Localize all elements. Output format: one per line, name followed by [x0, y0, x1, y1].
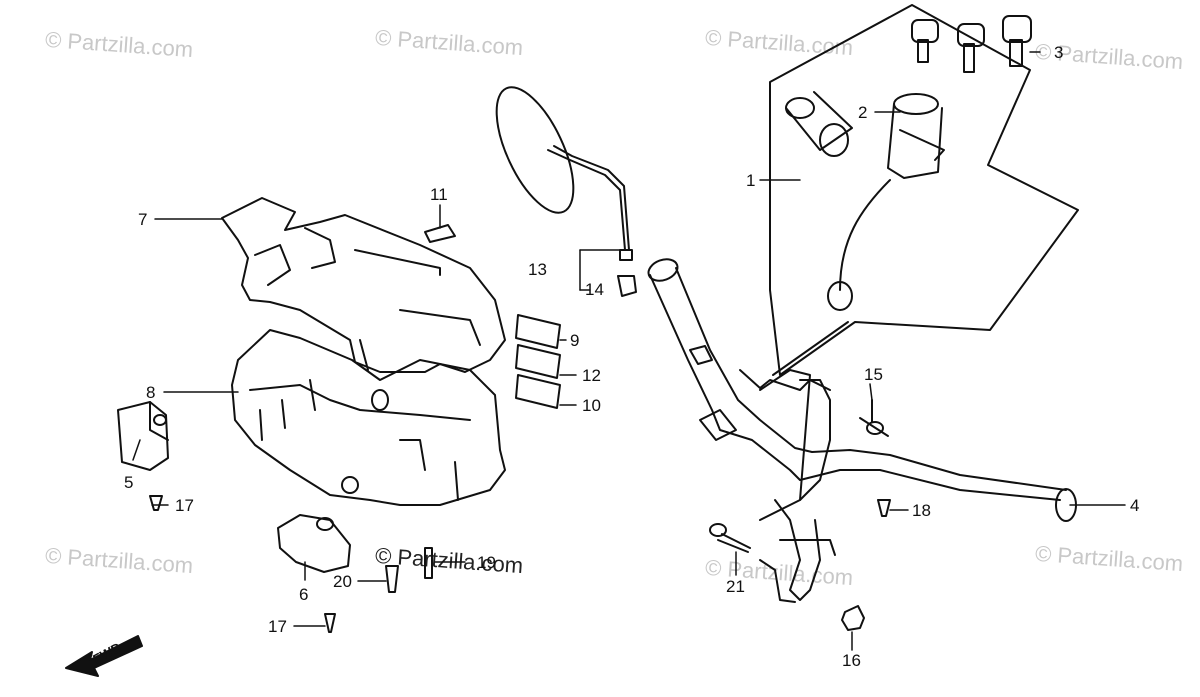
callout-3: 3 [1054, 43, 1063, 62]
callout-21: 21 [726, 577, 745, 596]
callout-numbers: 1 2 3 4 5 6 7 8 9 10 11 12 13 14 15 16 1… [124, 43, 1139, 670]
callout-10: 10 [582, 396, 601, 415]
leader-lines [132, 51, 1126, 651]
callout-6: 6 [299, 585, 308, 604]
callout-18: 18 [912, 501, 931, 520]
screw-18 [877, 499, 891, 517]
callout-20: 20 [333, 572, 352, 591]
plate-12 [515, 344, 561, 379]
plate-9 [515, 314, 561, 349]
upper-handlebar-cover [221, 197, 506, 373]
callout-11: 11 [430, 185, 448, 204]
callout-16: 16 [842, 651, 861, 670]
callout-1: 1 [746, 171, 755, 190]
nut-16 [841, 605, 865, 631]
ignition-group-outline [769, 4, 1079, 376]
ignition-switch [827, 93, 945, 311]
handlebar [647, 258, 1077, 603]
callout-15: 15 [864, 365, 883, 384]
switch-housing-right [277, 514, 351, 573]
bolt-21 [709, 523, 751, 553]
screw-19 [424, 547, 433, 579]
callout-17-upper: 17 [175, 496, 194, 515]
callout-5: 5 [124, 473, 133, 492]
plate-10 [515, 374, 561, 409]
callout-9: 9 [570, 331, 579, 350]
callout-7: 7 [138, 210, 147, 229]
callout-17-lower: 17 [268, 617, 287, 636]
mirror [495, 86, 637, 297]
lower-handlebar-cover [231, 329, 506, 506]
screw-17-upper [149, 495, 163, 511]
keys [911, 15, 1032, 73]
callout-19: 19 [477, 553, 496, 572]
lock-cylinder [785, 91, 853, 157]
callout-8: 8 [146, 383, 155, 402]
callout-4: 4 [1130, 496, 1139, 515]
callout-14: 14 [585, 280, 604, 299]
callout-12: 12 [582, 366, 601, 385]
fwd-arrow [65, 635, 143, 677]
switch-housing-left [117, 401, 169, 471]
callout-13: 13 [528, 260, 547, 279]
screw-20 [385, 565, 399, 593]
screw-17-lower [324, 613, 336, 633]
callout-2: 2 [858, 103, 867, 122]
